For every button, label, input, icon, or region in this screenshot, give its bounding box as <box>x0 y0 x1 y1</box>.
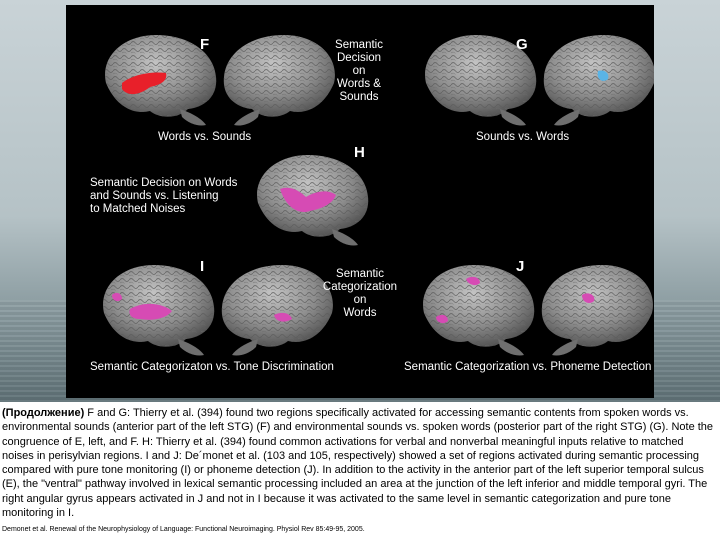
activation-magenta-region <box>129 303 172 320</box>
brain-f-left <box>105 35 217 126</box>
semantic-categorization-label: Semantic Categorization on Words <box>322 268 398 319</box>
panel-label-h: H <box>354 144 365 161</box>
brain-i-right <box>221 265 333 356</box>
categorization-vs-phoneme-label: Semantic Categorization vs. Phoneme Dete… <box>404 361 652 373</box>
caption-background <box>0 402 720 540</box>
caption-text: F and G: Thierry et al. (394) found two … <box>2 407 714 520</box>
activation-magenta-region <box>466 276 480 286</box>
citation: Demonet et al. Renewal of the Neurophysi… <box>2 526 365 533</box>
brain-h-left <box>257 155 369 246</box>
brain-f-right <box>223 35 335 126</box>
panel-label-f: F <box>200 36 210 53</box>
brain-figure: F G H I J Semantic Decision on Words & S… <box>66 5 654 398</box>
brain-j-right <box>541 265 653 356</box>
sounds-vs-words-label: Sounds vs. Words <box>476 131 570 143</box>
brain-i-left <box>103 265 215 356</box>
brain-j-left <box>423 265 535 356</box>
words-vs-sounds-label: Words vs. Sounds <box>158 131 252 143</box>
semantic-decision-vs-listening-label: Semantic Decision on Words and Sounds vs… <box>90 177 238 215</box>
activation-magenta-region <box>436 314 448 324</box>
activation-blue-region <box>597 70 609 81</box>
figure-caption: (Продолжение) F and G: Thierry et al. (3… <box>2 406 716 520</box>
panel-label-g: G <box>516 36 528 53</box>
activation-red-region <box>122 72 167 95</box>
categorization-vs-tone-label: Semantic Categorizaton vs. Tone Discrimi… <box>90 361 334 373</box>
brain-g-right <box>543 35 654 126</box>
brain-illustrations <box>103 35 654 356</box>
activation-magenta-region <box>582 293 595 303</box>
panel-label-i: I <box>200 258 205 275</box>
caption-lead: (Продолжение) <box>2 407 85 419</box>
semantic-decision-label: Semantic Decision on Words & Sounds <box>335 39 383 103</box>
activation-magenta-region <box>280 187 336 213</box>
activation-magenta-region <box>112 292 122 302</box>
panel-label-j: J <box>516 258 525 275</box>
activation-magenta-region <box>274 312 292 322</box>
